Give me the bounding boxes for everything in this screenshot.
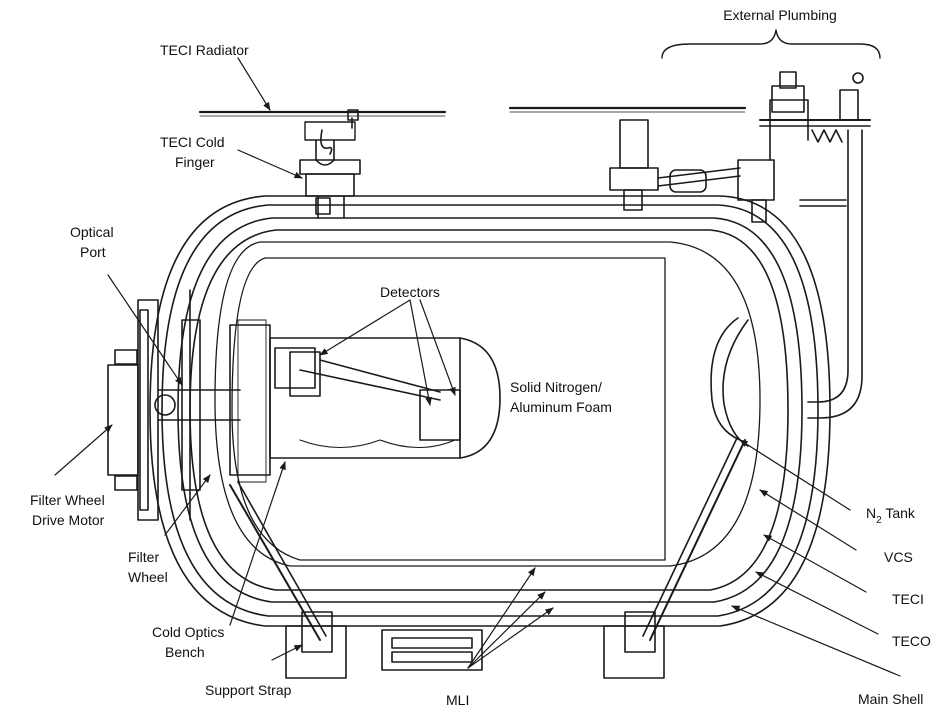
label-solid-nitrogen-2: Aluminum Foam bbox=[510, 399, 612, 415]
n2-tank-cap bbox=[710, 317, 749, 447]
external-plumbing-brace bbox=[661, 29, 881, 59]
vcs-outline bbox=[189, 229, 789, 591]
teco-outline bbox=[161, 204, 819, 617]
label-optical-port-2: Port bbox=[80, 244, 106, 260]
label-mli: MLI bbox=[446, 692, 469, 708]
shell-layers bbox=[149, 195, 831, 627]
label-teci-radiator: TECI Radiator bbox=[160, 42, 249, 58]
inner-cavity-outline bbox=[214, 241, 761, 567]
label-external-plumbing: External Plumbing bbox=[723, 7, 837, 23]
label-optical-port-1: Optical bbox=[70, 224, 114, 240]
label-vcs: VCS bbox=[884, 549, 913, 565]
label-n2-tank: N2 Tank bbox=[866, 505, 916, 526]
n2-tank-wall bbox=[231, 257, 666, 561]
label-teci-cold-finger-1: TECI Cold bbox=[160, 134, 225, 150]
optical-port-assembly bbox=[107, 289, 241, 521]
label-filter-wheel-drive-motor-1: Filter Wheel bbox=[30, 492, 105, 508]
leader-lines bbox=[54, 57, 901, 677]
label-teci-cold-finger-2: Finger bbox=[175, 154, 215, 170]
labels: External Plumbing TECI Radiator TECI Col… bbox=[30, 7, 931, 708]
label-detectors: Detectors bbox=[380, 284, 440, 300]
teci-outline bbox=[177, 217, 803, 603]
label-filter-wheel-drive-motor-2: Drive Motor bbox=[32, 512, 105, 528]
top-right-hardware bbox=[609, 71, 871, 419]
label-filter-wheel-2: Wheel bbox=[128, 569, 168, 585]
label-teco: TECO bbox=[892, 633, 931, 649]
teci-cold-finger-assembly bbox=[299, 109, 361, 219]
label-support-strap: Support Strap bbox=[205, 682, 292, 698]
label-cold-optics-bench-1: Cold Optics bbox=[152, 624, 224, 640]
label-cold-optics-bench-2: Bench bbox=[165, 644, 205, 660]
main-shell-outline bbox=[149, 195, 831, 627]
support-straps bbox=[229, 437, 746, 679]
label-filter-wheel-1: Filter bbox=[128, 549, 159, 565]
radiators bbox=[198, 106, 747, 117]
label-solid-nitrogen-1: Solid Nitrogen/ bbox=[510, 379, 602, 395]
cold-optics-bench bbox=[229, 319, 501, 483]
label-teci: TECI bbox=[892, 591, 924, 607]
label-main-shell: Main Shell bbox=[858, 691, 923, 707]
